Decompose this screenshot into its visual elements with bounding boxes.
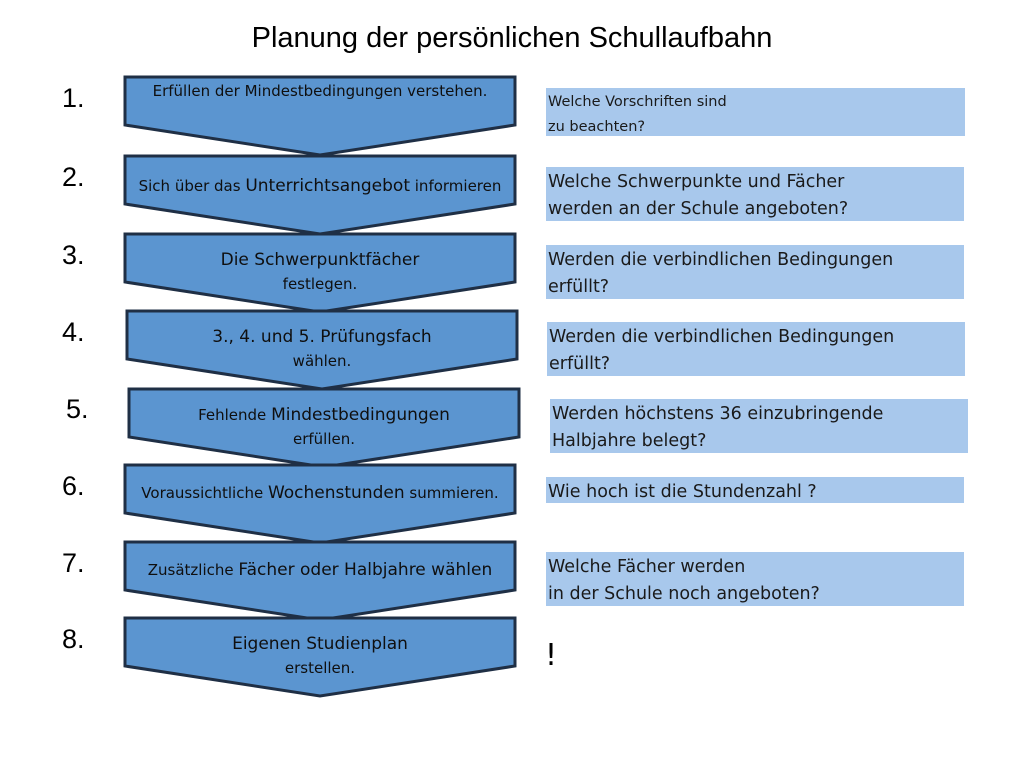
step-label-7: Zusätzliche Fächer oder Halbjahre wählen — [125, 558, 515, 582]
step-number-2: 2. — [62, 162, 85, 192]
step-number-7: 7. — [62, 548, 85, 578]
step-label-2: Sich über das Unterrichtsangebot informi… — [125, 174, 515, 198]
step-chevron-1 — [123, 75, 517, 157]
page-title: Planung der persönlichen Schullaufbahn — [251, 22, 773, 54]
step-label-line2: festlegen. — [282, 275, 358, 293]
question-line: werden an der Schule angeboten? — [548, 199, 849, 219]
step-chevron-3 — [123, 232, 517, 314]
question-line: Welche Fächer werden — [548, 557, 746, 577]
question-line: Werden die verbindlichen Bedingungen — [549, 327, 895, 347]
question-line: Wie hoch ist die Stundenzahl ? — [548, 482, 817, 502]
step-label-line1: Die Schwerpunktfächer — [220, 250, 420, 270]
step-label-line1: Zusätzliche Fächer oder Halbjahre wählen — [147, 560, 493, 580]
step-number-3: 3. — [62, 240, 85, 270]
step-label-line2: erfüllen. — [292, 430, 356, 448]
question-box-6: Wie hoch ist die Stundenzahl ? — [546, 477, 964, 503]
question-box-1: Welche Vorschriften sind zu beachten? — [546, 88, 965, 136]
step-label-line1: Eigenen Studienplan — [232, 634, 408, 654]
question-line: Werden die verbindlichen Bedingungen — [548, 250, 894, 270]
question-box-2: Welche Schwerpunkte und Fächer werden an … — [546, 167, 964, 221]
step-label-line1: 3., 4. und 5. Prüfungsfach — [212, 327, 432, 347]
step-number-5: 5. — [66, 394, 89, 424]
step-label-3: Die Schwerpunktfächer festlegen. — [125, 248, 515, 296]
step-number-1: 1. — [62, 83, 85, 113]
step-number-4: 4. — [62, 317, 85, 347]
step-number-6: 6. — [62, 471, 85, 501]
step-chevron-5 — [127, 387, 521, 469]
question-line: in der Schule noch angeboten? — [548, 584, 820, 604]
step-label-1: Erfüllen der Mindestbedingungen verstehe… — [125, 79, 515, 103]
step-label-5: Fehlende Mindestbedingungen erfüllen. — [129, 403, 519, 451]
step-label-line1: Voraussichtliche Wochenstunden summieren… — [141, 483, 499, 503]
question-line: erfüllt? — [549, 354, 611, 374]
step-label-4: 3., 4. und 5. Prüfungsfach wählen. — [127, 325, 517, 373]
step-label-line1: Erfüllen der Mindestbedingungen verstehe… — [152, 82, 488, 100]
question-line: Welche Vorschriften sind — [548, 94, 727, 110]
step-chevron-6 — [123, 463, 517, 545]
step-label-8: Eigenen Studienplan erstellen. — [125, 632, 515, 680]
step-chevron-4 — [125, 309, 519, 391]
step-chevron-2 — [123, 154, 517, 236]
question-line: Werden höchstens 36 einzubringende — [552, 404, 884, 424]
question-line: erfüllt? — [548, 277, 610, 297]
step-chevron-7 — [123, 540, 517, 622]
step-number-8: 8. — [62, 624, 85, 654]
step-chevron-8 — [123, 616, 517, 698]
question-line: Halbjahre belegt? — [552, 431, 707, 451]
step-label-6: Voraussichtliche Wochenstunden summieren… — [125, 481, 515, 505]
final-exclamation: ! — [545, 638, 558, 673]
step-label-line1: Fehlende Mindestbedingungen — [198, 405, 450, 425]
question-line: Welche Schwerpunkte und Fächer — [548, 172, 845, 192]
step-label-line1: Sich über das Unterrichtsangebot informi… — [138, 176, 502, 196]
question-box-4: Werden die verbindlichen Bedingungen erfü… — [547, 322, 965, 376]
question-box-7: Welche Fächer werden in der Schule noch a… — [546, 552, 964, 606]
step-label-line2: wählen. — [292, 352, 352, 370]
question-box-3: Werden die verbindlichen Bedingungen erfü… — [546, 245, 964, 299]
question-line: zu beachten? — [548, 119, 646, 135]
step-label-line2: erstellen. — [284, 659, 356, 677]
